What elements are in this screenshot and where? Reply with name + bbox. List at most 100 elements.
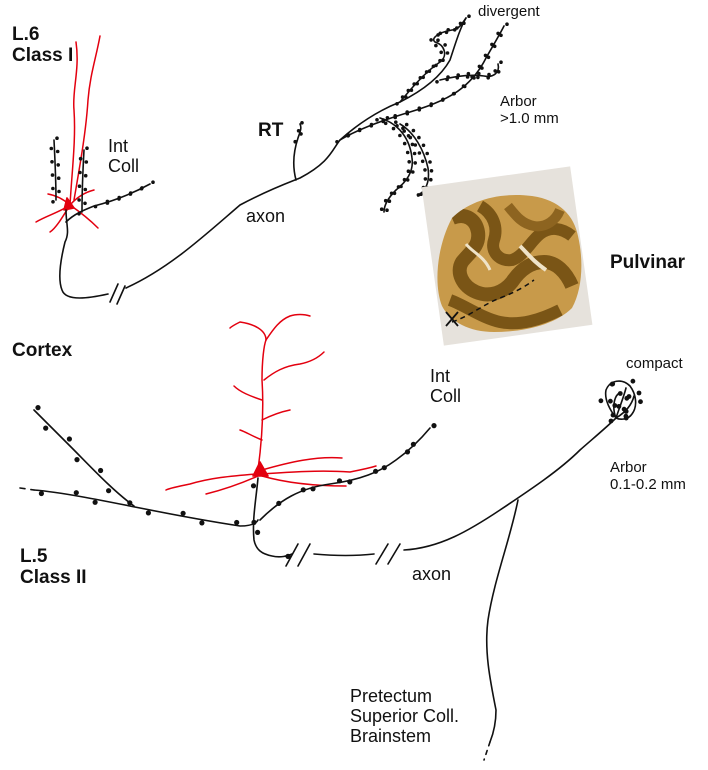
bouton-dot	[445, 31, 449, 35]
bouton-dot	[94, 205, 98, 209]
l5-class-label: L.5 Class II	[20, 546, 87, 589]
bouton-dot	[424, 177, 428, 181]
bouton-dot	[84, 188, 88, 192]
bouton-dot	[77, 198, 81, 202]
bouton-dot	[251, 483, 256, 488]
bouton-dot	[445, 78, 449, 82]
bouton-dot	[434, 44, 438, 48]
bouton-dot	[146, 510, 151, 515]
bouton-dot	[599, 398, 604, 403]
bouton-dot	[85, 146, 89, 150]
l6-class-label: L.6 Class I	[12, 24, 73, 67]
bouton-dot	[83, 202, 87, 206]
bouton-dot	[35, 405, 40, 410]
bouton-dot	[425, 70, 429, 74]
bouton-dot	[395, 102, 399, 106]
bouton-dot	[405, 449, 410, 454]
bouton-dot	[385, 208, 389, 212]
bouton-dot	[411, 442, 416, 447]
bouton-dot	[57, 176, 61, 180]
bouton-dot	[394, 120, 398, 124]
bouton-dot	[384, 199, 388, 203]
pulvinar-brain-section-photo	[422, 166, 593, 345]
bouton-dot	[425, 152, 429, 156]
bouton-dot	[487, 56, 491, 60]
pulvinar-label: Pulvinar	[610, 252, 685, 273]
bouton-dot	[422, 144, 426, 148]
bouton-dot	[413, 161, 417, 165]
bouton-dot	[638, 399, 643, 404]
bouton-dot	[410, 88, 414, 92]
l5-left-collateral	[34, 490, 258, 526]
l5-cell-dendrites	[166, 315, 376, 495]
bouton-dot	[106, 201, 110, 205]
bouton-dot	[106, 488, 111, 493]
bouton-dot	[399, 185, 403, 189]
bouton-dot	[618, 391, 623, 396]
bouton-dot	[392, 127, 396, 131]
l5-descending-axon	[253, 478, 292, 557]
l5-subcortical-branch	[487, 500, 518, 742]
bouton-dot	[388, 199, 392, 203]
bouton-dot	[395, 124, 399, 128]
bouton-dot	[43, 426, 48, 431]
bouton-dot	[199, 520, 204, 525]
bouton-dot	[398, 134, 402, 138]
cortex-label: Cortex	[12, 340, 72, 361]
bouton-dot	[56, 150, 60, 154]
bouton-dot	[358, 129, 362, 133]
bouton-dot	[497, 70, 501, 74]
l6-axon-break	[110, 284, 125, 304]
bouton-dot	[181, 511, 186, 516]
bouton-dot	[310, 486, 315, 491]
pulvinar-arbor-3	[380, 118, 412, 212]
bouton-dot	[407, 89, 411, 93]
bouton-dot	[55, 136, 59, 140]
l6-soma	[64, 198, 74, 210]
compact-label: compact	[626, 356, 683, 373]
bouton-dot	[421, 160, 425, 164]
l5-axon-middle	[314, 554, 374, 556]
bouton-dot	[98, 468, 103, 473]
bouton-dot	[429, 178, 433, 182]
bouton-dot	[337, 478, 342, 483]
bouton-dot	[478, 65, 482, 69]
bouton-dot	[418, 108, 422, 112]
bouton-dot	[414, 143, 418, 147]
bouton-dot	[429, 38, 433, 42]
l6-axon	[60, 210, 108, 298]
bouton-dot	[430, 169, 434, 173]
bouton-dot	[346, 134, 350, 138]
bouton-dot	[403, 142, 407, 146]
bouton-dot	[436, 33, 440, 37]
bouton-dot	[466, 75, 470, 79]
bouton-dot	[301, 487, 306, 492]
bouton-dot	[624, 414, 629, 419]
bouton-dot	[393, 116, 397, 120]
bouton-dot	[462, 84, 466, 88]
bouton-dot	[428, 160, 432, 164]
bouton-dot	[499, 60, 503, 64]
bouton-dot	[297, 129, 301, 133]
bouton-dot	[456, 76, 460, 80]
bouton-dot	[335, 140, 339, 144]
bouton-dot	[631, 379, 636, 384]
bouton-dot	[423, 168, 427, 172]
bouton-dot	[405, 123, 409, 127]
bouton-dot	[285, 554, 290, 559]
l5-int-coll-label: Int Coll	[430, 366, 461, 406]
bouton-dot	[51, 173, 55, 177]
bouton-dot	[462, 21, 466, 25]
bouton-dot	[127, 500, 132, 505]
bouton-dot	[470, 75, 474, 79]
bouton-dot	[476, 76, 480, 80]
bouton-dot	[622, 407, 627, 412]
bouton-dot	[74, 490, 79, 495]
bouton-dot	[93, 500, 98, 505]
bouton-dot	[493, 69, 497, 73]
bouton-dot	[486, 76, 490, 80]
bouton-dot	[77, 212, 81, 216]
bouton-dot	[370, 124, 374, 128]
axon-lower-label: axon	[412, 564, 451, 584]
bouton-dot	[129, 192, 133, 196]
